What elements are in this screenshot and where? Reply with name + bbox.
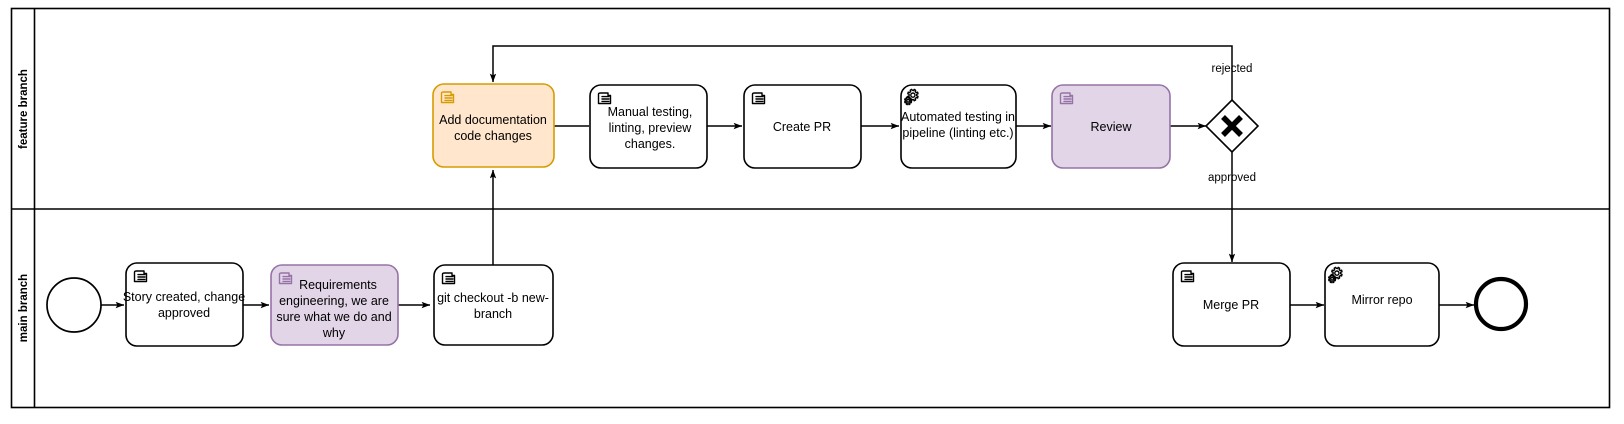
manual-task-icon (133, 270, 148, 283)
lane-feature-branch: feature branch (18, 69, 30, 149)
review-label: Review (1091, 120, 1133, 134)
automated-testing-label-line2: pipeline (linting etc.) (902, 126, 1013, 140)
manual-testing-label-line3: changes. (625, 137, 676, 151)
node-add-documentation[interactable]: Add documentation code changes Add docum… (398, 83, 587, 168)
manual-task-icon (278, 272, 293, 285)
add-documentation-box[interactable] (432, 83, 555, 168)
lane-label-main-branch: main branch (18, 274, 30, 342)
story-created-box[interactable] (125, 262, 244, 347)
node-story-created[interactable]: Story created, change approved Story cre… (95, 262, 273, 347)
manual-task-icon (1059, 92, 1074, 105)
start-event-circle-icon[interactable] (46, 277, 102, 333)
node-mirror-repo[interactable]: Mirror repo (1324, 262, 1440, 347)
create-pr-box[interactable] (743, 84, 862, 169)
manual-task-icon (751, 92, 766, 105)
node-merge-pr[interactable]: Merge PR (1172, 262, 1291, 347)
mirror-repo-label: Mirror repo (1351, 293, 1412, 307)
sequence-flows: rejected approved (101, 45, 1475, 309)
node-review-gateway[interactable] (1204, 98, 1260, 154)
git-checkout-label-line1: git checkout -b new- (437, 291, 549, 305)
node-git-checkout[interactable]: git checkout -b new- branch git checkout… (418, 264, 568, 346)
merge-pr-box[interactable] (1172, 262, 1291, 347)
requirements-engineering-box[interactable] (270, 264, 399, 346)
node-start-event[interactable] (46, 277, 102, 333)
gateway-x-icon (1221, 115, 1243, 137)
automated-testing-box[interactable] (900, 84, 1017, 169)
manual-task-icon (441, 272, 456, 285)
node-requirements-engineering[interactable]: Requirements engineering, we are sure wh… (166, 264, 502, 346)
manual-task-icon (597, 92, 612, 105)
node-end-event[interactable] (1473, 276, 1529, 332)
story-created-label-line1: Story created, change (123, 290, 245, 304)
node-manual-testing[interactable]: Manual testing, linting, preview changes… (537, 84, 762, 169)
requirements-engineering-label-line3: sure what we do and (276, 310, 391, 324)
add-documentation-label-line2: code changes (454, 129, 532, 143)
add-documentation-label-line1: Add documentation (439, 113, 547, 127)
automated-testing-label-line1: Automated testing in (901, 110, 1015, 124)
requirements-engineering-label-line2: engineering, we are (279, 294, 389, 308)
story-created-label-line2: approved (158, 306, 210, 320)
node-review[interactable]: Review (1051, 84, 1171, 169)
merge-pr-label: Merge PR (1203, 298, 1259, 312)
node-create-pr[interactable]: Create PR (743, 84, 862, 169)
requirements-engineering-label-line4: why (322, 326, 346, 340)
flow-label-rejected: rejected (1212, 63, 1253, 75)
pool (10, 7, 1611, 409)
git-checkout-label-line2: branch (474, 307, 512, 321)
create-pr-label: Create PR (773, 120, 831, 134)
lane-main-branch: main branch (18, 274, 30, 342)
manual-task-icon (440, 91, 455, 104)
node-automated-testing[interactable]: Automated testing in pipeline (linting e… (844, 84, 1073, 169)
manual-testing-box[interactable] (589, 84, 708, 169)
pool-border (10, 7, 1611, 409)
end-event-circle-icon[interactable] (1473, 276, 1529, 332)
flow-label-approved: approved (1208, 172, 1256, 184)
manual-testing-label-line1: Manual testing, (608, 105, 693, 119)
service-task-gear-icon (1328, 266, 1343, 284)
mirror-repo-box[interactable] (1324, 262, 1440, 347)
review-box[interactable] (1051, 84, 1171, 169)
lane-label-feature-branch: feature branch (18, 69, 30, 149)
service-task-gear-icon (904, 88, 919, 106)
flow-gateway-rejected-to-add-documentation (489, 45, 1233, 100)
requirements-engineering-label-line1: Requirements (299, 278, 377, 292)
manual-task-icon (1180, 270, 1195, 283)
git-checkout-box[interactable] (433, 264, 554, 346)
manual-testing-label-line2: linting, preview (609, 121, 693, 135)
